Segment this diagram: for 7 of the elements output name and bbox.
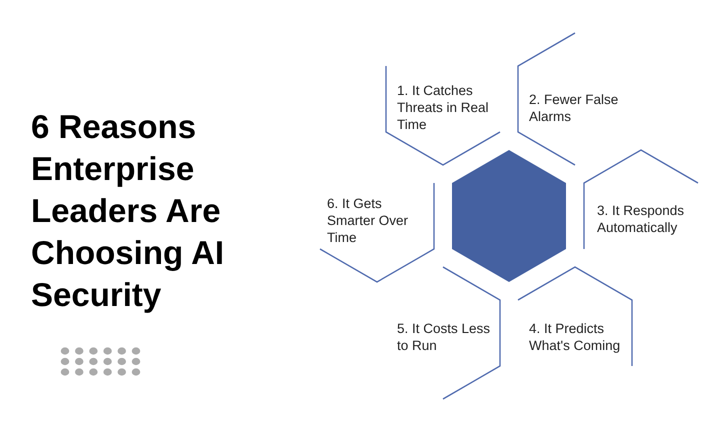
- reason-text: 6. It Gets Smarter Over Time: [327, 194, 410, 246]
- reason-text: 3. It Responds Automatically: [597, 202, 686, 236]
- reason-text: 1. It Catches Threats in Real Time: [397, 82, 490, 132]
- reason-text: 4. It Predicts What's Coming: [529, 320, 622, 354]
- reason-text: 2. Fewer False Alarms: [529, 90, 620, 124]
- title: 6 Reasons Enterprise Leaders Are Choosing AI Security: [31, 107, 226, 315]
- reason-text: 5. It Costs Less to Run: [397, 320, 492, 354]
